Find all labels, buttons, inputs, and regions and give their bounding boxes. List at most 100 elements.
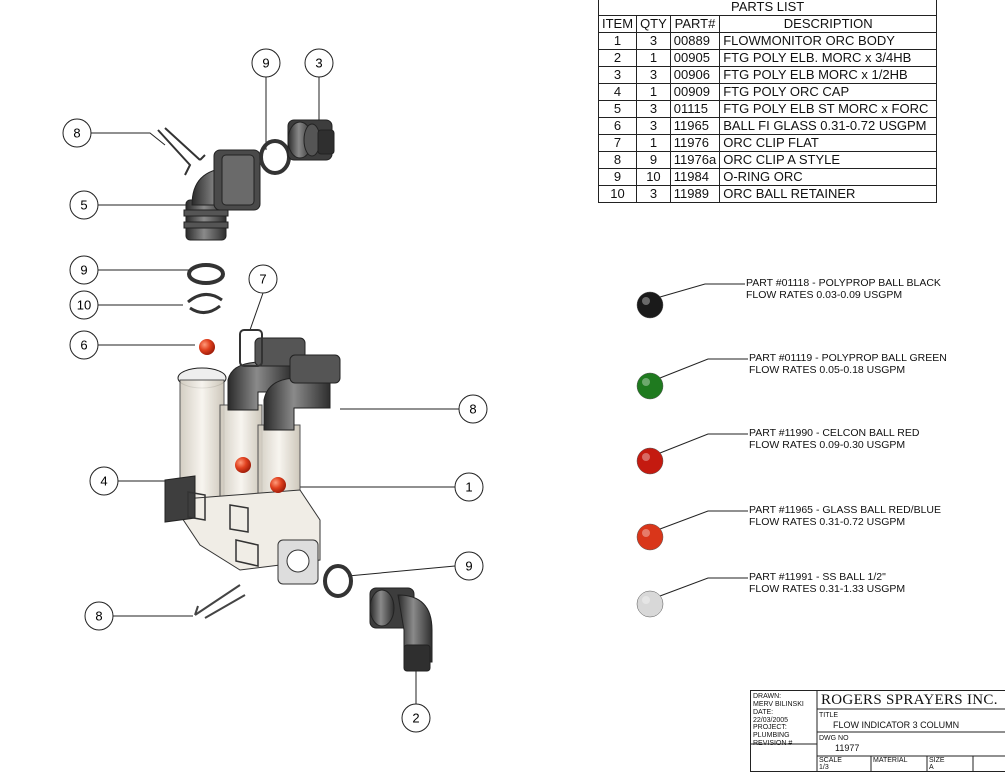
ball-note-flow-2: FLOW RATES 0.05-0.18 USGPM [749, 363, 906, 376]
column-header-description: DESCRIPTION [719, 15, 938, 33]
callout-bubble: 8 [84, 601, 114, 631]
cell-description: FTG POLY ELB ST MORC x FORC [719, 100, 938, 118]
callout-circle [69, 190, 99, 220]
cell-item: 7 [597, 134, 638, 152]
dwg-no-label: DWG NO [819, 735, 849, 742]
ball-note-part-3: PART #11990 - CELCON BALL RED [749, 427, 920, 439]
elbow-st-part-5 [183, 149, 261, 241]
company-name: ROGERS SPRAYERS INC. [821, 692, 998, 708]
callout-bubble: 1 [454, 472, 484, 502]
cell-description: ORC CLIP FLAT [719, 134, 938, 152]
cell-qty: 10 [636, 168, 671, 186]
ball-note-part-5: PART #11991 - SS BALL 1/2" [749, 571, 886, 583]
elbow-hose-barb-part-2 [369, 587, 433, 672]
ball-note-part-4: PART #11965 - GLASS BALL RED/BLUE [749, 504, 942, 516]
cell-part: 11976 [669, 134, 721, 152]
ball-retainer-part-10 [187, 293, 223, 314]
ball-sample [636, 577, 748, 618]
ball-swatch [636, 590, 664, 618]
ball-leader-line [659, 577, 748, 597]
callout-bubble: 5 [69, 190, 99, 220]
cell-qty: 1 [636, 134, 671, 152]
cell-qty: 1 [636, 83, 671, 101]
cell-item: 8 [597, 151, 638, 169]
callout-number: 9 [465, 559, 472, 574]
cell-item: 9 [597, 168, 638, 186]
cell-qty: 1 [636, 49, 671, 67]
drawing-title: FLOW INDICATOR 3 COLUMN [833, 720, 960, 730]
callout-circle [89, 466, 119, 496]
ball-note-1: PART #01118 - POLYPROP BALL BLACK FLOW R… [746, 277, 941, 301]
cell-description: FTG POLY ORC CAP [719, 83, 938, 101]
title-block: DRAWN: MERV BILINSKI DATE: 22/03/2005 PR… [750, 690, 1005, 772]
cell-part: 01115 [669, 100, 721, 118]
cell-qty: 3 [636, 66, 671, 84]
callout-number: 8 [73, 126, 80, 141]
ball-leader-line [659, 433, 748, 454]
ball-note-flow-4: FLOW RATES 0.31-0.72 USGPM [749, 515, 906, 528]
size-label: SIZE [929, 757, 945, 764]
cell-description: O-RING ORC [719, 168, 938, 186]
callout-number: 9 [80, 263, 87, 278]
callout-circle [454, 551, 484, 581]
dwg-no: 11977 [835, 743, 860, 753]
ball-sample [636, 358, 748, 400]
ball-highlight [642, 529, 650, 537]
callout-bubble: 8 [458, 394, 488, 424]
ball-swatch [636, 372, 664, 400]
cell-part: 11965 [669, 117, 721, 135]
drawn-label: DRAWN: [753, 693, 782, 700]
callout-bubble: 9 [454, 551, 484, 581]
callout-circle [251, 48, 281, 78]
callout-number: 7 [259, 272, 266, 287]
date-value: 22/03/2005 [753, 717, 789, 724]
cell-item: 5 [597, 100, 638, 118]
callout-circle [69, 290, 99, 320]
cell-qty: 3 [636, 117, 671, 135]
ball-leader-line [659, 283, 745, 298]
ball-note-5: PART #11991 - SS BALL 1/2" FLOW RATES 0.… [749, 571, 905, 595]
cell-qty: 3 [636, 100, 671, 118]
ball-leader-line [659, 510, 748, 530]
callout-number: 5 [80, 198, 87, 213]
ball-leader-line [659, 358, 748, 379]
ball-swatch [636, 291, 664, 319]
column-header-item: ITEM [597, 15, 638, 33]
cell-description: FLOWMONITOR ORC BODY [719, 32, 938, 50]
cell-part: 00906 [669, 66, 721, 84]
callout-bubble: 10 [69, 290, 99, 320]
ball-note-4: PART #11965 - GLASS BALL RED/BLUE FLOW R… [749, 504, 942, 528]
cell-item: 3 [597, 66, 638, 84]
callout-circle [69, 330, 99, 360]
ball-sample [636, 433, 748, 475]
callout-number: 1 [465, 480, 472, 495]
cell-description: FTG POLY ELB. MORC x 3/4HB [719, 49, 938, 67]
title-label: TITLE [819, 712, 839, 719]
cell-description: ORC CLIP A STYLE [719, 151, 938, 169]
cell-item: 1 [597, 32, 638, 50]
callout-circle [454, 472, 484, 502]
cell-item: 2 [597, 49, 638, 67]
ball-sample [636, 510, 748, 551]
callout-bubble: 9 [251, 48, 281, 78]
callout-bubble: 2 [401, 703, 431, 733]
callout-number: 6 [80, 338, 87, 353]
cell-part: 11976a [669, 151, 721, 169]
ball-note-3: PART #11990 - CELCON BALL RED FLOW RATES… [749, 427, 920, 451]
callout-circle [401, 703, 431, 733]
ball-note-part-1: PART #01118 - POLYPROP BALL BLACK [746, 277, 941, 289]
scale-label: SCALE [819, 757, 842, 764]
ball-note-flow-3: FLOW RATES 0.09-0.30 USGPM [749, 438, 906, 451]
cell-description: ORC BALL RETAINER [719, 185, 938, 203]
cell-qty: 3 [636, 32, 671, 50]
ball-highlight [642, 596, 650, 604]
